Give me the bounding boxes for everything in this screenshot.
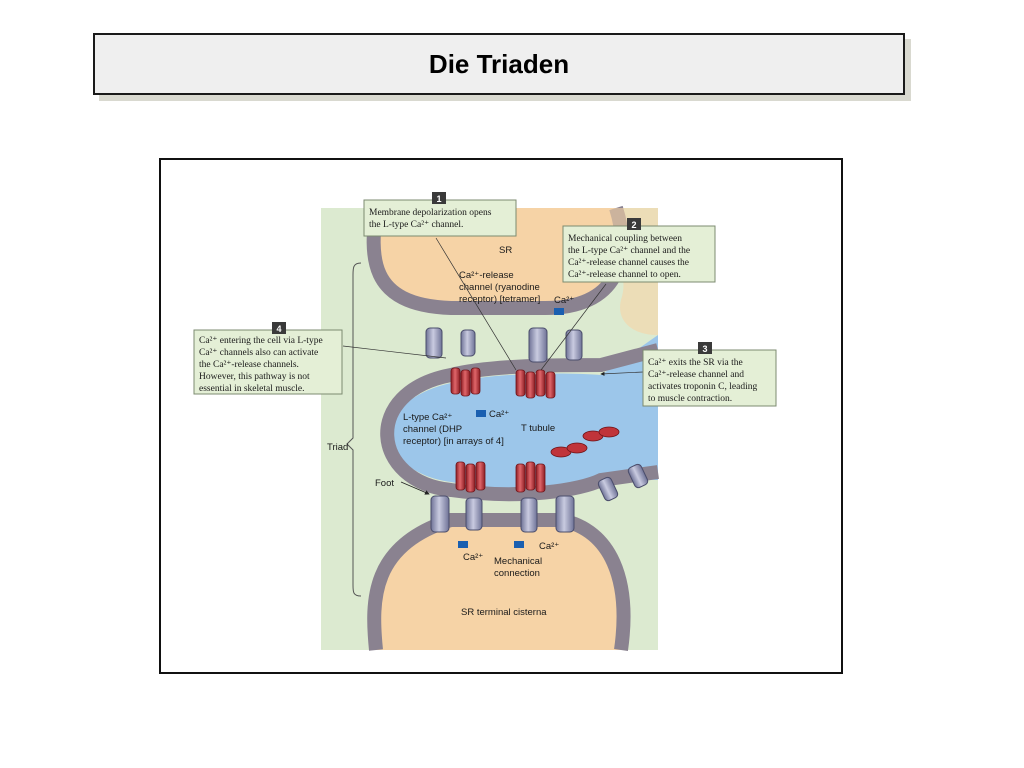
ca-ion-bottom-right [514, 541, 524, 548]
callout-2-line-3: Ca²⁺-release channel causes the [568, 258, 689, 268]
label-ca-bottom-right: Ca²⁺ [539, 541, 559, 552]
label-sr-terminal: SR terminal cisterna [461, 607, 547, 618]
callout-1-number: 1 [436, 194, 441, 204]
callout-4-number: 4 [276, 324, 281, 334]
triad-diagram: SR Ca²⁺-release channel (ryanodine recep… [193, 192, 777, 651]
label-ltype-1: L-type Ca²⁺ [403, 412, 452, 423]
l-type-channel-group-lower [455, 461, 546, 493]
l-type-channel-group-upper [450, 367, 556, 399]
label-sr: SR [499, 245, 512, 256]
callout-2-number: 2 [631, 220, 636, 230]
leader-3 [600, 371, 644, 376]
figure-frame: SR Ca²⁺-release channel (ryanodine recep… [159, 158, 843, 674]
callout-2-line-4: Ca²⁺-release channel to open. [568, 270, 681, 280]
ca-ion-bottom-left [458, 541, 468, 548]
callout-2-line-2: the L-type Ca²⁺ channel and the [568, 246, 690, 256]
callout-2: 2 Mechanical coupling between the L-type… [562, 218, 716, 283]
title-box: Die Triaden [93, 33, 905, 95]
ryanodine-receptor-group-top [425, 327, 583, 363]
callout-4-line-5: essential in skeletal muscle. [199, 384, 305, 394]
callout-3-line-4: to muscle contraction. [648, 394, 732, 404]
lower-sr-lumen [374, 520, 624, 650]
callout-4: 4 Ca²⁺ entering the cell via L-type Ca²⁺… [193, 322, 343, 395]
ryanodine-receptor-group-bottom [430, 463, 649, 533]
callout-1-line-1: Membrane depolarization opens [369, 208, 492, 218]
callout-1: 1 Membrane depolarization opens the L-ty… [363, 192, 517, 237]
label-mechanical-2: connection [494, 568, 540, 579]
l-type-channel-cluster-free [550, 426, 620, 458]
label-release-channel-3: receptor) [tetramer] [459, 294, 540, 305]
ca-ion-top [554, 308, 564, 315]
leader-4 [342, 345, 447, 359]
page-title: Die Triaden [428, 48, 570, 79]
callout-3-line-3: activates troponin C, leading [648, 382, 757, 392]
callout-1-line-2: the L-type Ca²⁺ channel. [369, 220, 463, 230]
callout-4-line-3: the Ca²⁺-release channels. [199, 360, 299, 370]
label-ca-mid: Ca²⁺ [489, 409, 509, 420]
ca-ion-mid [476, 410, 486, 417]
leader-2 [540, 283, 607, 371]
label-ltype-2: channel (DHP [403, 424, 462, 435]
callout-3-number: 3 [702, 344, 707, 354]
lower-sr-membrane [367, 513, 631, 651]
label-ca-top: Ca²⁺ [554, 295, 574, 306]
label-release-channel-1: Ca²⁺-release [459, 270, 514, 281]
callout-3: 3 Ca²⁺ exits the SR via the Ca²⁺-release… [642, 342, 777, 407]
callout-4-line-1: Ca²⁺ entering the cell via L-type [199, 336, 323, 346]
callout-2-line-1: Mechanical coupling between [568, 234, 682, 244]
callout-4-line-2: Ca²⁺ channels also can activate [199, 348, 318, 358]
t-tubule-lumen [390, 335, 658, 490]
leader-1 [435, 237, 517, 371]
label-ca-bottom-left: Ca²⁺ [463, 552, 483, 563]
label-mechanical-1: Mechanical [494, 556, 542, 567]
callout-4-line-4: However, this pathway is not [199, 372, 310, 382]
label-release-channel-2: channel (ryanodine [459, 282, 540, 293]
callout-3-line-2: Ca²⁺-release channel and [648, 370, 744, 380]
label-triad: Triad [327, 442, 348, 453]
triad-bracket [346, 262, 362, 597]
label-ltype-3: receptor) [in arrays of 4] [403, 436, 504, 447]
t-tubule-membrane [380, 343, 660, 502]
label-foot: Foot [375, 478, 394, 489]
label-t-tubule: T tubule [521, 423, 555, 434]
callout-3-line-1: Ca²⁺ exits the SR via the [648, 358, 743, 368]
